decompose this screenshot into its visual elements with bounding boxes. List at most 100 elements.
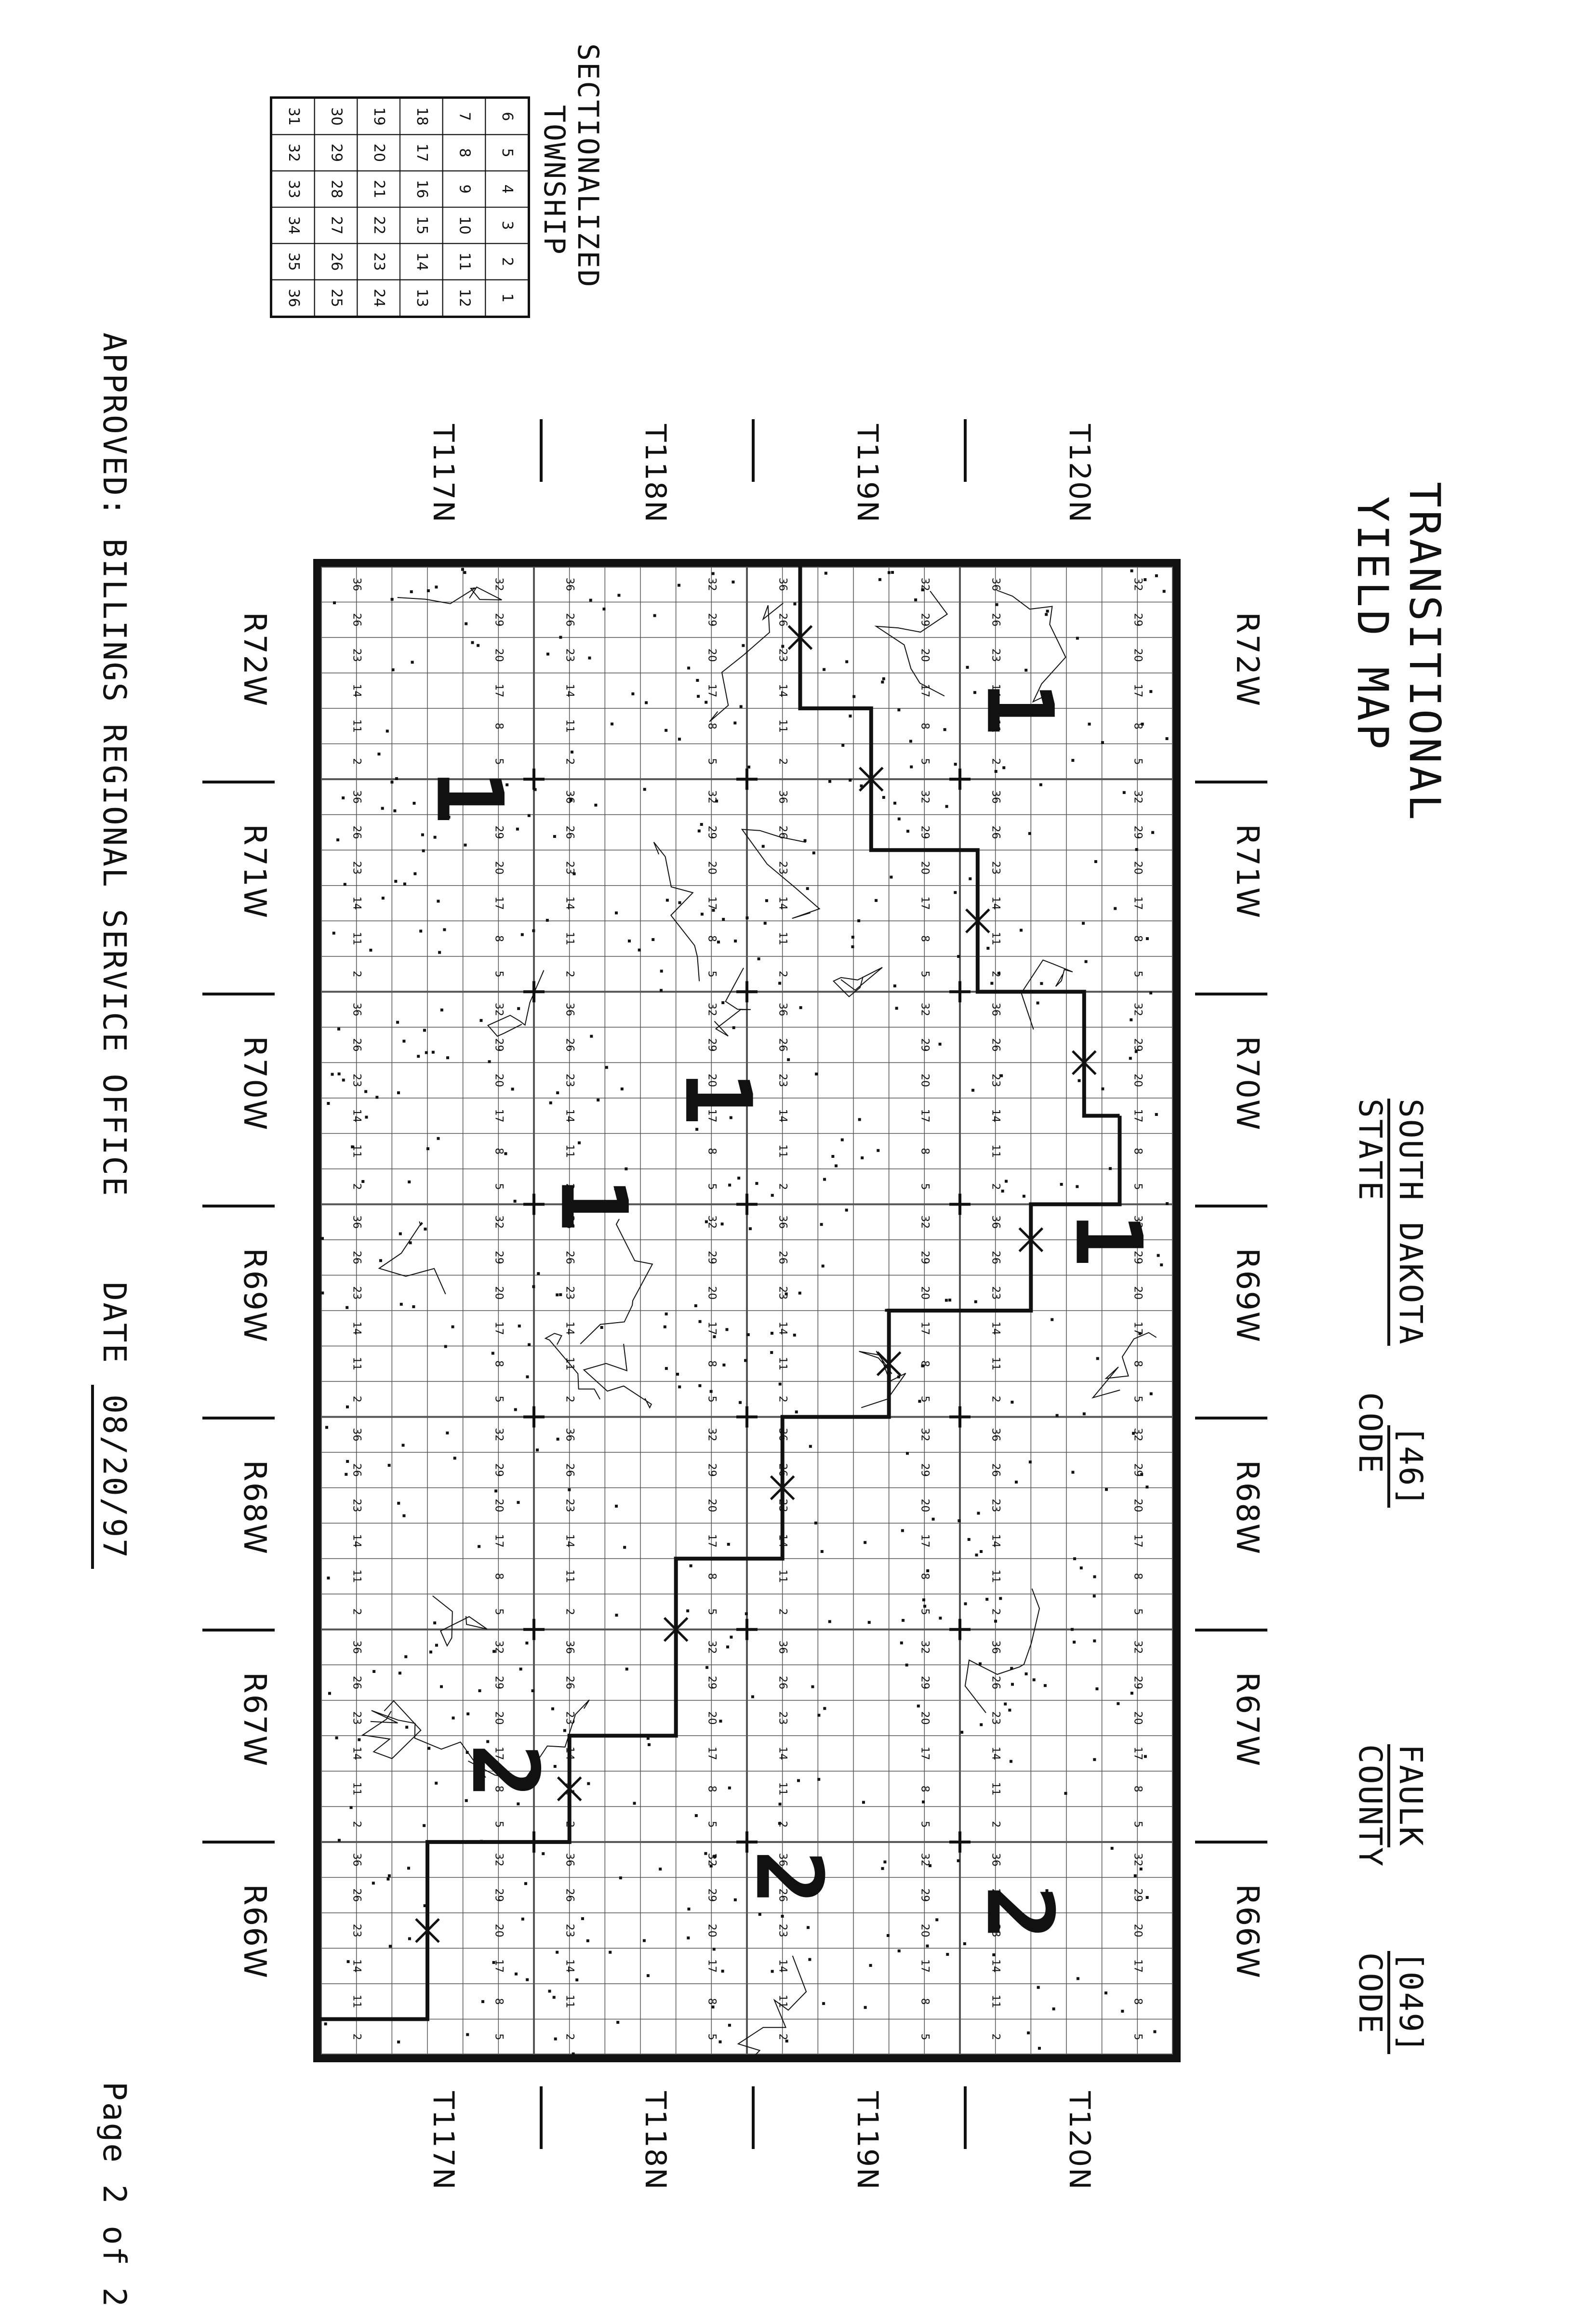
section-number: 36 [990,1003,1002,1016]
farmstead-marker [435,1644,438,1647]
section-grid [321,567,1173,2055]
farmstead-marker [1110,1846,1114,1850]
section-number: 2 [351,1396,363,1403]
section-number: 29 [918,1676,931,1689]
farmstead-marker [1037,706,1040,710]
range-tick-right [1195,1841,1267,1844]
farmstead-marker [542,1852,545,1856]
farmstead-marker [403,882,406,886]
section-number: 23 [351,649,363,662]
farmstead-marker [646,1974,650,1977]
farmstead-marker [398,1671,401,1675]
township-tick-bottom [964,2086,967,2149]
farmstead-marker [720,1222,724,1226]
farmstead-marker [1151,831,1155,834]
farmstead-marker [401,1444,405,1447]
farmstead-marker [526,1978,529,1981]
farmstead-marker [997,971,1000,975]
farmstead-marker [328,1692,331,1695]
section-number: 23 [351,1286,363,1300]
section-number: 23 [351,1074,363,1087]
section-number: 11 [990,1144,1002,1158]
section-number: 23 [990,1711,1002,1725]
boundary-x-marker [876,1351,902,1377]
farmstead-marker [901,1529,904,1532]
farmstead-marker [614,911,618,915]
farmstead-marker [1011,1683,1014,1686]
farmstead-marker [1036,1001,1039,1005]
farmstead-marker [705,701,708,704]
farmstead-marker [419,929,423,933]
farmstead-marker [921,588,924,592]
farmstead-marker [556,1293,559,1297]
section-key-number: 4 [499,185,516,194]
farmstead-marker [893,801,897,805]
section-number: 2 [777,1608,789,1615]
farmstead-marker [336,838,340,842]
farmstead-marker [705,1220,708,1223]
farmstead-marker [321,1237,324,1240]
section-number: 26 [777,1888,789,1902]
title-line-1: TRANSITIONAL [1400,482,1450,823]
farmstead-marker [778,1382,782,1386]
section-number: 29 [705,1038,718,1052]
section-number: 8 [705,1786,718,1792]
farmstead-marker [665,1367,668,1370]
farmstead-marker [835,1164,838,1167]
farmstead-marker [346,1405,349,1408]
farmstead-marker [342,1078,345,1082]
farmstead-marker [1092,1594,1096,1598]
farmstead-marker [765,899,768,902]
farmstead-marker [327,1102,330,1105]
farmstead-marker [399,1302,403,1306]
section-key-number: 30 [328,107,345,126]
farmstead-marker [1132,1432,1135,1435]
farmstead-marker [517,1802,520,1805]
section-number: 20 [705,861,718,875]
farmstead-marker [397,2040,400,2043]
farmstead-marker [631,692,635,696]
farmstead-marker [527,814,531,817]
section-number: 17 [1131,684,1144,697]
yield-zone-label: 1 [665,1071,771,1126]
section-number: 23 [990,1924,1002,1937]
farmstead-marker [867,1621,871,1624]
farmstead-marker [1001,1189,1004,1193]
farmstead-marker [882,796,885,799]
farmstead-marker [875,899,878,902]
section-number: 36 [990,1428,1002,1441]
section-number: 17 [705,1534,718,1548]
range-tick-left [202,1629,275,1632]
farmstead-marker [1140,1473,1144,1476]
section-number: 23 [351,1499,363,1512]
section-number: 17 [705,1322,718,1335]
farmstead-marker [1028,832,1031,835]
farmstead-marker [553,1764,557,1768]
section-number: 26 [564,1676,576,1689]
section-number: 2 [564,971,576,978]
farmstead-marker [809,1445,812,1448]
range-label-right: R70W [1229,1036,1265,1131]
map-title: TRANSITIONAL YIELD MAP [1348,482,1450,823]
range-label-left: R71W [237,824,272,919]
farmstead-marker [798,1291,801,1295]
drainage-line [964,1588,1040,1713]
section-key-number: 25 [328,289,345,307]
section-number: 5 [705,2033,718,2040]
farmstead-marker [518,1324,521,1327]
farmstead-marker [817,1777,821,1781]
section-number: 2 [777,1183,789,1190]
drainage-line [583,1343,652,1409]
farmstead-marker [643,788,646,791]
county-value: FAULK [1387,1744,1429,1847]
farmstead-marker [811,1685,814,1688]
section-number: 29 [492,1676,505,1689]
section-key-number: 7 [456,112,473,121]
farmstead-marker [421,833,424,836]
range-tick-left [202,781,275,783]
section-number: 5 [1131,971,1144,978]
section-number: 8 [918,1360,931,1367]
range-tick-right [1195,1417,1267,1419]
farmstead-marker [1028,1460,1032,1464]
